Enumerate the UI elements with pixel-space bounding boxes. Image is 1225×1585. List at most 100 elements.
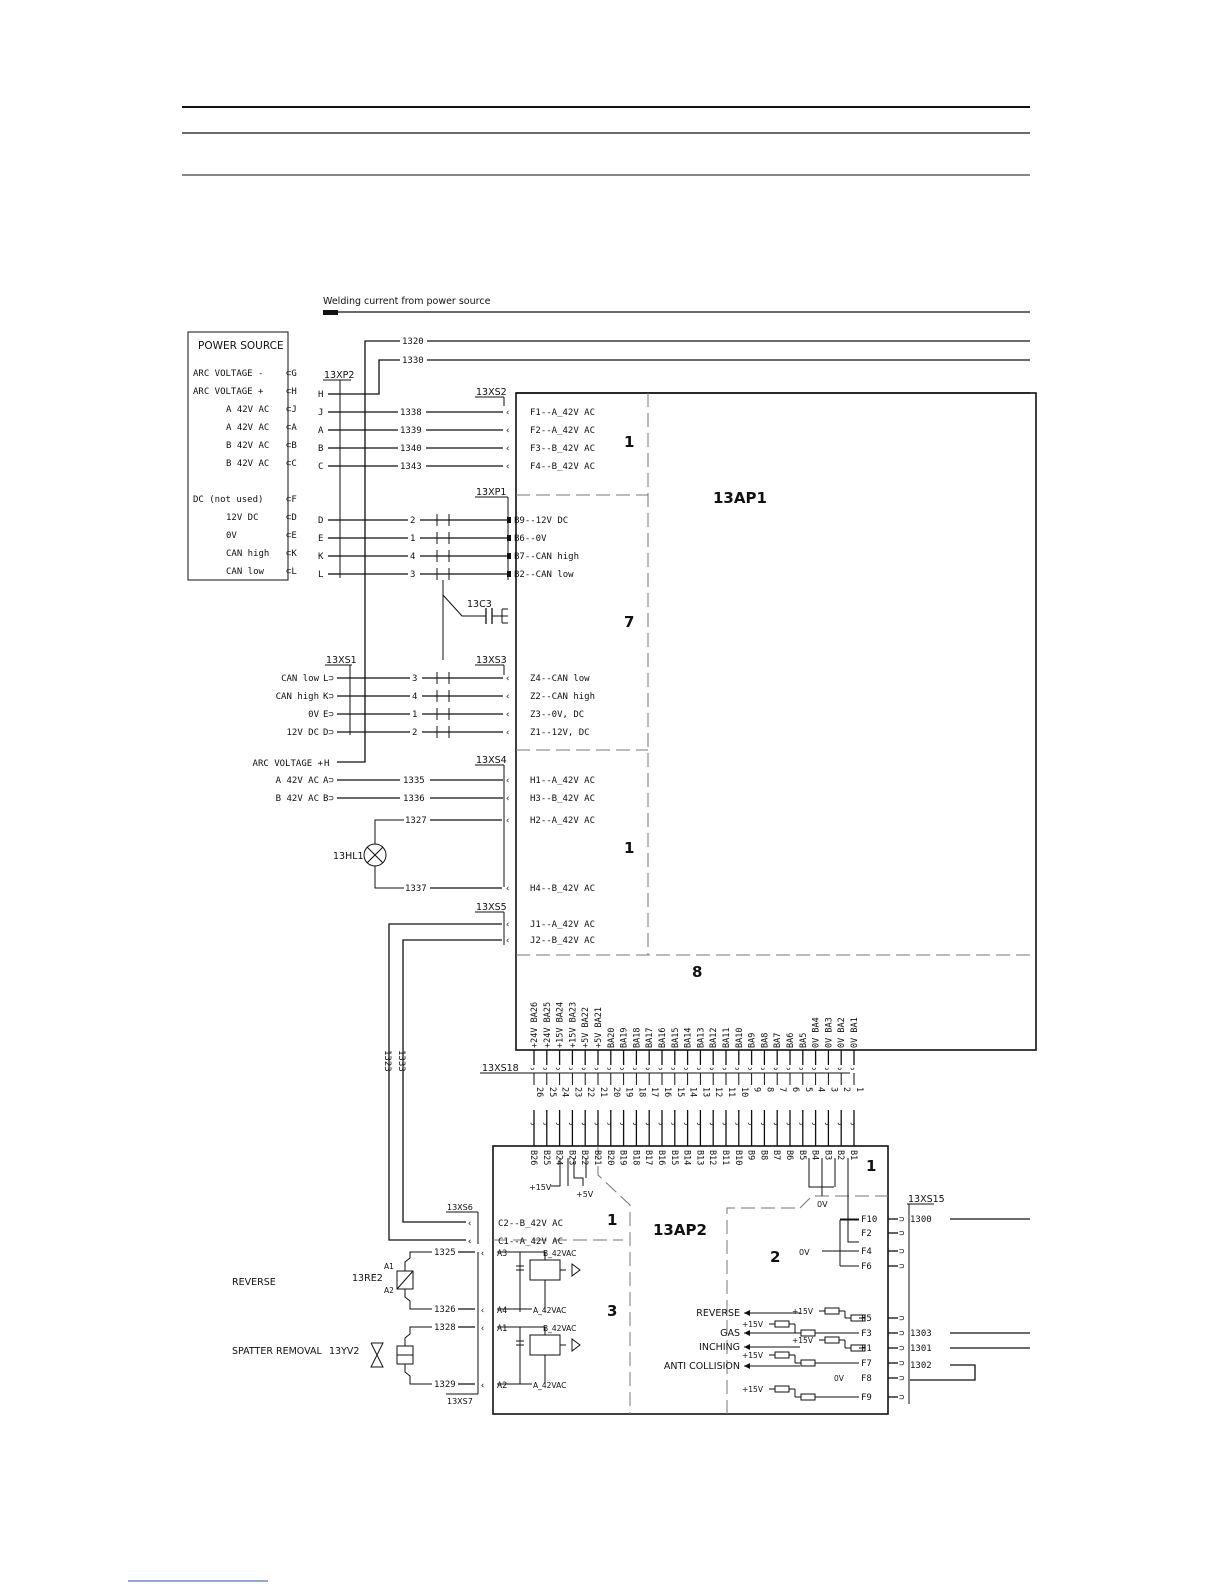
xp2-pin: C [318,462,323,472]
power-source-pin-letter: ⊂L [286,567,297,577]
xp2-pin: J [318,408,323,418]
xp1-target-pin: B2--CAN low [514,570,574,580]
valve-name: 13YV2 [329,1346,359,1357]
xs15-wires: 1300 1303 1301 1302 [910,1215,1030,1381]
svg-text:ᴗ: ᴗ [658,1063,663,1072]
xs18-number: 23 [572,1087,582,1097]
ap2-right-pin: F8 [861,1374,872,1384]
svg-text:ᴗ: ᴗ [722,1118,727,1127]
ap2-top-pin: B18 [630,1150,640,1165]
lamp-13HL1: 13HL1 1327 ‹ H2--A_42V AC 1337 ‹ H4--B_4… [333,816,595,894]
xs1-pin-letter: D⊃ [323,728,334,738]
svg-text:⊃: ⊃ [899,1359,904,1369]
relay-13RE2: REVERSE 13RE2 A1 A2 1325 1326 [232,1248,475,1315]
label-13XS15: 13XS15 [908,1194,945,1205]
ap2-rail-0v-f4: 0V [799,1248,810,1257]
svg-text:⊃: ⊃ [899,1314,904,1324]
ap1-bottom-pin: BA15 [671,1028,681,1048]
relay-name: 13RE2 [352,1273,383,1284]
xs18-number: 22 [585,1087,595,1097]
power-source-pin-letter: ⊂E [286,531,297,541]
svg-text:ᴗ: ᴗ [722,1063,727,1072]
power-source-pin-label: A 42V AC [226,405,269,415]
svg-text:ᴗ: ᴗ [632,1063,637,1072]
res-supply-label: +15V [742,1351,764,1360]
xs18-number: 15 [675,1087,685,1097]
svg-text:‹: ‹ [467,1219,472,1229]
res-supply-label: +15V [742,1320,764,1329]
ap1-bottom-pin: BA17 [645,1028,655,1048]
wire-label-1333: 1333 [396,1050,406,1072]
ap2-rail-5v: +5V [576,1190,594,1199]
ap1-bottom-pin: BA12 [709,1028,719,1048]
power-source-pin-letter: ⊂G [286,369,297,379]
triac-block-1: B_42VAC A_42VAC [497,1249,581,1315]
svg-text:ᴗ: ᴗ [786,1063,791,1072]
svg-text:ᴗ: ᴗ [850,1063,855,1072]
xp2-pin: E [318,534,323,544]
xs4-target-pin: H3--B_42V AC [530,794,595,804]
xs18-number: 17 [649,1087,659,1097]
signal-anti-collision: ANTI COLLISION [664,1361,740,1372]
xs18-number: 6 [790,1087,800,1092]
ap2-top-pin: B10 [733,1150,743,1165]
svg-text:ᴗ: ᴗ [556,1118,561,1127]
ap2-top-pin: B8 [758,1150,768,1160]
ap1-section-8: 8 [692,963,702,981]
svg-text:ᴗ: ᴗ [645,1118,650,1127]
ap2-right-pin: F4 [861,1247,872,1257]
svg-text:⊃: ⊃ [899,1229,904,1239]
power-source-pin-label: 12V DC [226,513,259,523]
svg-text:ᴗ: ᴗ [812,1063,817,1072]
svg-text:ᴗ: ᴗ [620,1118,625,1127]
welding-current-bus: Welding current from power source [323,296,1030,315]
svg-text:ᴗ: ᴗ [530,1063,535,1072]
xs4-pin-letter: B⊃ [323,794,334,804]
svg-text:ᴗ: ᴗ [696,1063,701,1072]
ap2-right-pin: F7 [861,1359,872,1369]
xs2-target-pin: F1--A_42V AC [530,408,595,418]
ap2-top-pin: B15 [669,1150,679,1165]
svg-text:0V: 0V [834,1374,845,1383]
wire-1325: 1325 [434,1248,456,1258]
xs1-wire-label: 2 [412,728,417,738]
xs4-wire-label: 1335 [403,776,425,786]
ap2-top-pin: B26 [528,1150,538,1165]
ap1-bottom-pin: +24V BA25 [543,1002,553,1048]
wire-1328: 1328 [434,1323,456,1333]
ap1-section-1a: 1 [624,433,634,451]
xs4-pin-letter: A⊃ [323,776,334,786]
welding-current-label: Welding current from power source [323,296,491,307]
svg-text:ᴗ: ᴗ [684,1063,689,1072]
lamp-wire-b: 1337 [405,884,427,894]
ap2-top-pin: B14 [682,1150,692,1165]
xs18-number: 12 [713,1087,723,1097]
pin-A4: A4 [497,1306,507,1316]
module-13AP2: 1 1 2 3 13AP2 +15V +5V 0V 0V [492,1145,889,1415]
power-source-pin-letter: ⊂K [286,549,297,559]
svg-text:ᴗ: ᴗ [786,1118,791,1127]
svg-text:ᴗ: ᴗ [568,1063,573,1072]
svg-text:ᴗ: ᴗ [671,1118,676,1127]
xs1-wire-label: 3 [412,674,417,684]
ap2-top-pin: B9 [746,1150,756,1160]
spatter-label: SPATTER REMOVAL [232,1346,322,1357]
svg-text:ᴗ: ᴗ [645,1063,650,1072]
ap1-bottom-pin: +5V BA21 [594,1007,604,1048]
svg-text:ᴗ: ᴗ [594,1063,599,1072]
lamp-name: 13HL1 [333,851,364,862]
svg-text:ᴗ: ᴗ [824,1118,829,1127]
ap2-right-pin: F6 [861,1262,872,1272]
svg-text:ᴗ: ᴗ [799,1118,804,1127]
xp1-wire-label: 3 [410,570,415,580]
label-13C3: 13C3 [467,599,492,610]
xs1-arc-voltage: ARC VOLTAGE + H [253,393,366,769]
xs1-pin-label: CAN low [281,674,320,684]
reverse-label: REVERSE [232,1277,276,1288]
xs2-target-pin: F2--A_42V AC [530,426,595,436]
wire-label-1320: 1320 [402,337,424,347]
